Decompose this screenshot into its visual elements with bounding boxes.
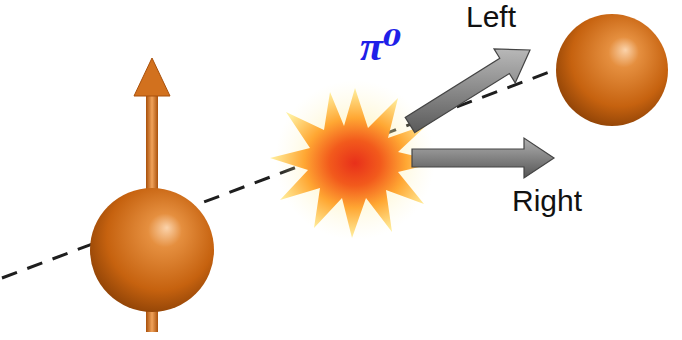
beam-line [2, 68, 560, 278]
target-proton [556, 14, 668, 126]
spin-arrow-head [134, 58, 170, 96]
particle-label: π⁰ [360, 22, 401, 70]
spin-arrow-tail [146, 312, 158, 332]
right-arrow [412, 138, 554, 178]
direction-label: Left [466, 0, 516, 35]
left-arrow [405, 49, 530, 133]
direction-label: Right [512, 184, 582, 219]
polarized-proton [90, 188, 214, 312]
